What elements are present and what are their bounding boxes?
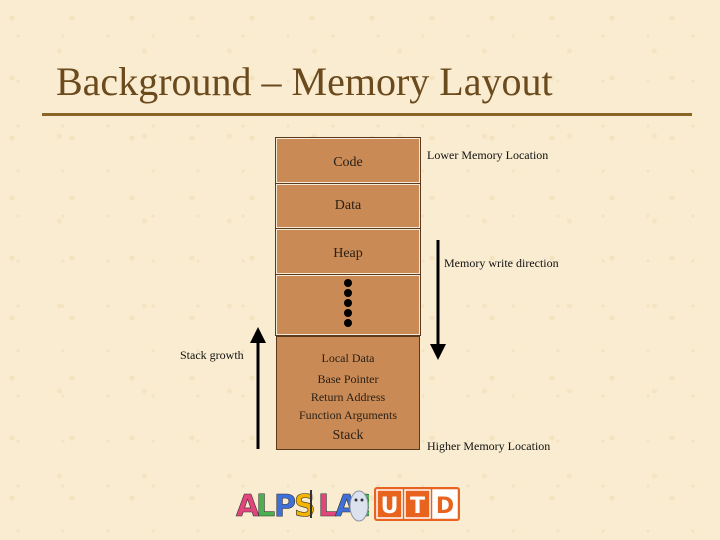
free-gap-segment xyxy=(275,274,421,336)
title-underline xyxy=(42,113,692,116)
write-direction-label: Memory write direction xyxy=(444,256,559,270)
svg-text:P: P xyxy=(274,489,296,524)
heap-segment: Heap xyxy=(275,228,421,275)
code-segment: Code xyxy=(275,137,421,184)
svg-text:D: D xyxy=(436,494,454,519)
page-title: Background – Memory Layout xyxy=(56,59,553,104)
data-label: Data xyxy=(334,198,362,213)
stack-segment: Local Data Base Pointer Return Address F… xyxy=(276,336,420,450)
down-arrow-icon xyxy=(430,240,446,360)
stack-item: Function Arguments xyxy=(298,408,398,422)
mascot-icon xyxy=(349,490,369,522)
code-label: Code xyxy=(333,155,363,170)
stack-item: Local Data xyxy=(321,351,375,365)
lower-memory-label: Lower Memory Location xyxy=(427,148,549,162)
stack-item: Base Pointer xyxy=(317,372,379,386)
data-segment: Data xyxy=(275,183,421,229)
svg-text:L: L xyxy=(318,489,337,524)
svg-text:S: S xyxy=(294,489,316,524)
stack-growth-label: Stack growth xyxy=(180,348,244,362)
stack-item: Return Address xyxy=(310,390,386,404)
alps-lab-logo: A L P S L A B xyxy=(236,489,369,524)
svg-text:U: U xyxy=(381,494,399,519)
stack-label: Stack xyxy=(332,428,364,443)
svg-text:T: T xyxy=(410,494,425,519)
utd-logo: U T D xyxy=(374,487,460,521)
heap-label: Heap xyxy=(333,246,363,261)
higher-memory-label: Higher Memory Location xyxy=(427,439,551,453)
up-arrow-icon xyxy=(250,327,266,449)
svg-text:A: A xyxy=(236,489,260,524)
ellipsis-dots-icon xyxy=(344,279,352,327)
svg-text:L: L xyxy=(256,489,275,524)
